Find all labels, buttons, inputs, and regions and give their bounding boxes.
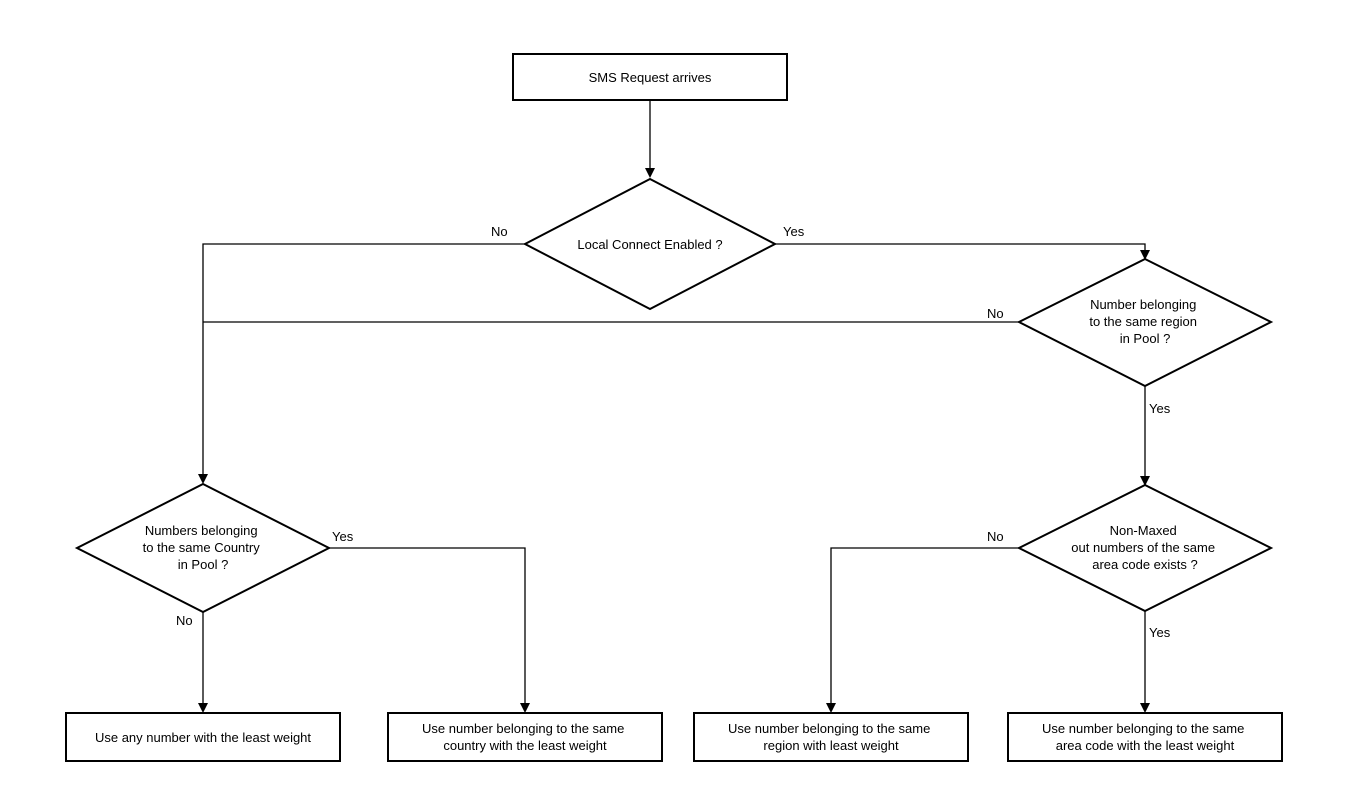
decision-diamond <box>1016 483 1274 613</box>
node-label-line: SMS Request arrives <box>589 70 712 85</box>
arrowhead <box>198 703 208 713</box>
edge-local-no <box>202 243 525 474</box>
node-label-line: Numbers belonging <box>145 523 258 538</box>
svg-text:Use number belonging to the sa: Use number belonging to the same country… <box>422 721 628 753</box>
svg-text:Use number belonging to the sa: Use number belonging to the same area co… <box>1042 721 1248 753</box>
node-any-number: Use any number with the least weight <box>65 712 341 762</box>
process-box <box>693 712 969 762</box>
svg-text:Non-Maxed out numbers of: Non-Maxed out numbers of the same area c… <box>1071 523 1218 572</box>
node-non-maxed-decision: Non-Maxed out numbers of the same area c… <box>1016 483 1274 613</box>
edge-nonmaxed-no <box>830 547 1019 703</box>
node-local-connect-decision: Local Connect Enabled ? <box>522 177 778 311</box>
node-same-country-decision: Numbers belonging to the same Country in… <box>74 482 332 614</box>
edge-label-nonmaxed-no: No <box>987 529 1004 544</box>
node-area-number: Use number belonging to the same area co… <box>1007 712 1283 762</box>
edge-label-region-yes: Yes <box>1149 401 1171 416</box>
edge-labels: No Yes No Yes Yes No No Yes <box>176 224 1171 640</box>
arrowhead <box>520 703 530 713</box>
node-label-line: region with least weight <box>763 738 899 753</box>
edge-label-region-no: No <box>987 306 1004 321</box>
node-start: SMS Request arrives <box>512 53 788 101</box>
node-label-line: to the same region <box>1089 314 1197 329</box>
arrowhead <box>1140 703 1150 713</box>
decision-diamond <box>74 482 332 614</box>
decision-diamond <box>522 177 778 311</box>
arrowhead <box>1140 250 1150 260</box>
node-label-line: in Pool ? <box>1120 331 1171 346</box>
edge-label-local-yes: Yes <box>783 224 805 239</box>
svg-text:Use any number with the least: Use any number with the least weight <box>95 730 311 745</box>
process-box <box>1007 712 1283 762</box>
svg-text:Numbers belonging to the: Numbers belonging to the same Country in… <box>143 523 264 572</box>
svg-text:Number belonging to the: Number belonging to the same region in P… <box>1089 297 1200 346</box>
node-label-line: to the same Country <box>143 540 261 555</box>
edge-label-nonmaxed-yes: Yes <box>1149 625 1171 640</box>
edge-label-country-no: No <box>176 613 193 628</box>
edge-local-yes <box>775 243 1146 250</box>
node-label-line: Use number belonging to the same <box>422 721 624 736</box>
connectors <box>198 100 1150 713</box>
node-label-line: Non-Maxed <box>1110 523 1177 538</box>
node-label-line: Use number belonging to the same <box>1042 721 1244 736</box>
node-label-line: in Pool ? <box>178 557 229 572</box>
process-box <box>65 712 341 762</box>
node-region-number: Use number belonging to the same region … <box>693 712 969 762</box>
svg-text:SMS Request arrives: SMS Request arrives <box>589 70 712 85</box>
svg-text:Local Connect Enabled ?: Local Connect Enabled ? <box>577 237 722 252</box>
node-country-number: Use number belonging to the same country… <box>387 712 663 762</box>
node-label-line: Use number belonging to the same <box>728 721 930 736</box>
arrowhead <box>826 703 836 713</box>
node-label-line: area code with the least weight <box>1056 738 1235 753</box>
node-label-line: out numbers of the same <box>1071 540 1215 555</box>
node-label-line: country with the least weight <box>443 738 607 753</box>
node-label-line: Use any number with the least weight <box>95 730 311 745</box>
edge-country-yes <box>329 547 526 703</box>
node-label-line: area code exists ? <box>1092 557 1198 572</box>
edge-label-local-no: No <box>491 224 508 239</box>
process-box <box>387 712 663 762</box>
decision-diamond <box>1016 257 1274 388</box>
arrowhead <box>645 168 655 178</box>
node-label-line: Number belonging <box>1090 297 1196 312</box>
node-same-region-decision: Number belonging to the same region in P… <box>1016 257 1274 388</box>
svg-text:Use number belonging to the sa: Use number belonging to the same region … <box>728 721 934 753</box>
edge-label-country-yes: Yes <box>332 529 354 544</box>
node-label-line: Local Connect Enabled ? <box>577 237 722 252</box>
arrowhead <box>198 474 208 484</box>
process-box <box>512 53 788 101</box>
arrowhead <box>1140 476 1150 486</box>
